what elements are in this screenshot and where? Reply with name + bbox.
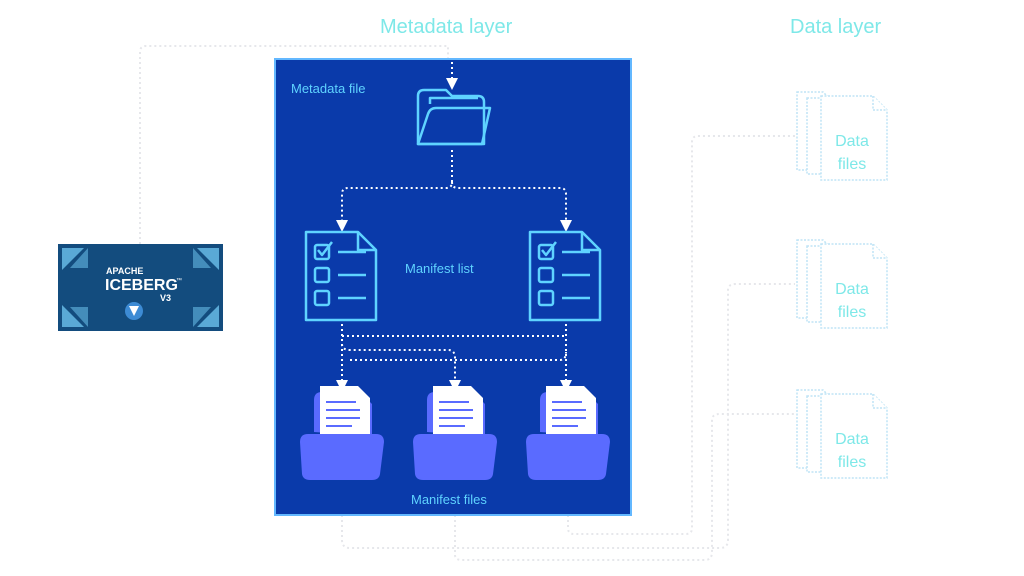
folder-open-icon	[416, 88, 492, 146]
document-stack-icon	[796, 91, 888, 181]
manifest-folder-icon	[300, 386, 384, 480]
connector-manifest2-to-data	[454, 413, 795, 561]
logo-v3-text: V3	[160, 293, 171, 303]
data-files-label-line1: Data	[835, 431, 869, 448]
data-layer-title: Data layer	[790, 16, 882, 38]
data-files-stack: Data files	[795, 90, 891, 182]
checklist-icon	[528, 230, 602, 322]
logo-apache-text: APACHE	[106, 266, 143, 276]
connector-cross-mid	[341, 343, 461, 392]
manifest-files-label: Manifest files	[411, 492, 487, 507]
data-files-label-line2: files	[837, 304, 867, 321]
connector-file-to-list-left	[336, 150, 453, 232]
data-files-label-line1: Data	[835, 281, 869, 298]
data-files-stack: Data files	[795, 388, 891, 480]
iceberg-globe-icon	[125, 302, 143, 320]
metadata-layer-title: Metadata layer	[380, 16, 513, 38]
connector-logo-to-metadata	[139, 45, 449, 244]
connector-manifest1-to-data	[341, 283, 795, 549]
data-files-stack: Data files	[795, 238, 891, 330]
logo-iceberg-text: ICEBERG	[105, 277, 178, 294]
connector-file-to-list-right	[451, 181, 572, 232]
data-files-label-line2: files	[837, 156, 867, 173]
connector-cross-low	[350, 351, 567, 361]
checklist-icon	[304, 230, 378, 322]
document-stack-icon	[796, 389, 888, 479]
connector-manifest3-to-data	[567, 135, 795, 535]
data-files-label-line2: files	[837, 454, 867, 471]
manifest-list-label: Manifest list	[405, 261, 474, 276]
logo-tm-text: ™	[176, 277, 182, 284]
apache-iceberg-logo: APACHE ICEBERG ™ V3	[58, 244, 223, 331]
manifest-folder-icon	[526, 386, 610, 480]
manifest-folder-icon	[413, 386, 497, 480]
document-stack-icon	[796, 239, 888, 329]
data-files-label-line1: Data	[835, 133, 869, 150]
metadata-file-label: Metadata file	[291, 81, 366, 96]
